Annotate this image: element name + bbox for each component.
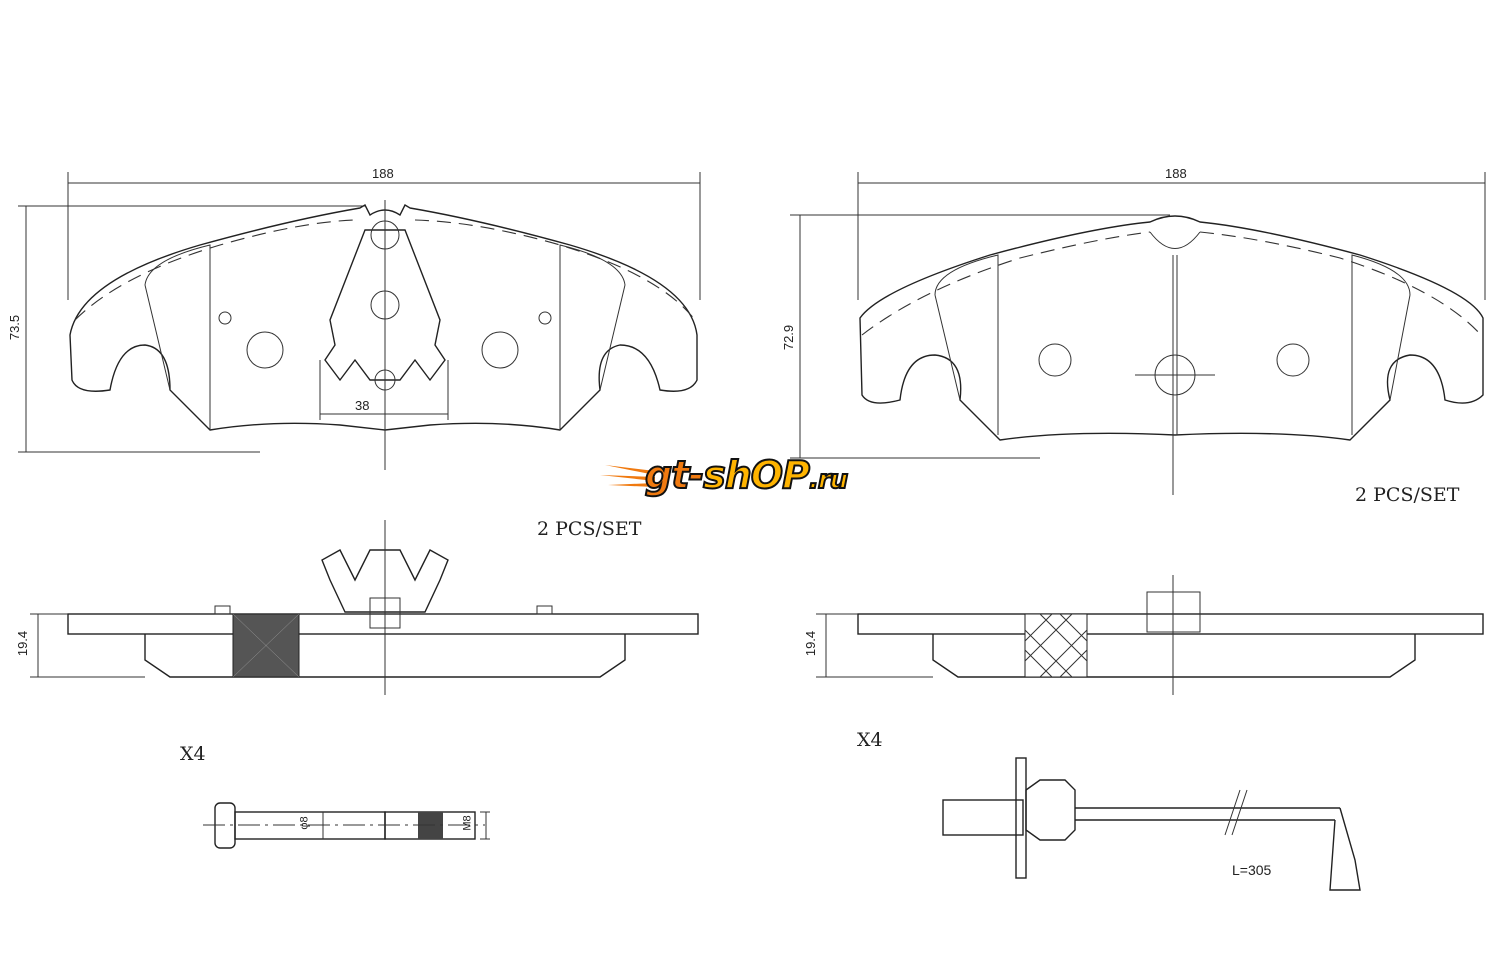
speed-streaks-icon xyxy=(600,465,655,487)
left-quantity-label: X4 xyxy=(180,743,206,765)
wear-sensor xyxy=(942,757,1361,891)
watermark-logo: gt-shOP.ru xyxy=(600,452,895,500)
logo-ru: .ru xyxy=(808,464,849,496)
bolt-shank-dim: φ8 xyxy=(298,816,311,830)
left-thickness-dim: 19.4 xyxy=(15,630,31,657)
right-set-label: 2 PCS/SET xyxy=(1355,484,1460,506)
left-pad-side-view xyxy=(30,520,699,695)
right-pad-top-view xyxy=(790,172,1486,495)
left-set-label: 2 PCS/SET xyxy=(537,518,642,540)
left-clip-dim: 38 xyxy=(355,398,370,413)
sensor-length-label: L=305 xyxy=(1232,862,1272,878)
right-pad-side-view xyxy=(816,575,1484,695)
left-pad-top-view xyxy=(18,172,701,470)
right-height-dim: 72.9 xyxy=(781,324,797,351)
logo-shop: shOP xyxy=(702,452,811,498)
left-width-dim: 188 xyxy=(372,166,394,181)
bolt-thread-dim: M8 xyxy=(461,815,474,831)
right-thickness-dim: 19.4 xyxy=(803,630,819,657)
right-width-dim: 188 xyxy=(1165,166,1187,181)
guide-bolt xyxy=(203,802,490,849)
left-height-dim: 73.5 xyxy=(7,314,23,341)
right-quantity-label: X4 xyxy=(857,729,883,751)
logo-gt: gt- xyxy=(644,452,705,498)
